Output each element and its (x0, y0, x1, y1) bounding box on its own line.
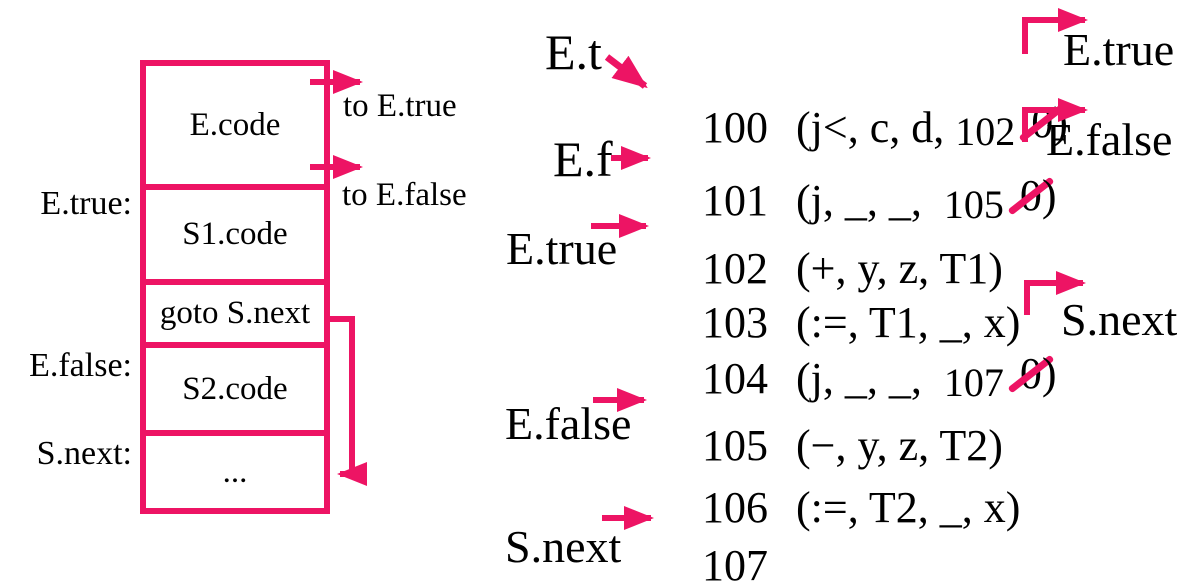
box-section-s1-code: S1.code (146, 190, 324, 285)
code-row: 102 (+, y, z, T1) (658, 203, 1003, 335)
pointer-e-false: E.false (505, 398, 632, 449)
target-e-true: E.true (1063, 24, 1175, 75)
pointer-e-true: E.true (506, 223, 618, 274)
box-section-ellipsis: ... (146, 436, 324, 508)
box-section-label: S1.code (182, 216, 288, 252)
label-e-false: E.false: (29, 347, 132, 384)
backpatched-target: 105 (943, 182, 1004, 227)
struck-zero: 0 (1019, 171, 1042, 220)
goto-s-next-loop-arrow (327, 316, 367, 486)
label-s-next: S.next: (36, 435, 132, 472)
code-address: 107 (702, 541, 768, 585)
code-instruction: (−, y, z, T2) (796, 421, 1003, 470)
box-section-s2-code: S2.code (146, 348, 324, 436)
code-address: 101 (702, 176, 768, 225)
code-address: 100 (702, 103, 768, 152)
code-address: 102 (702, 244, 768, 293)
struck-zero: 0 (1019, 349, 1042, 398)
box-section-label: E.code (189, 106, 281, 143)
code-instruction: (+, y, z, T1) (796, 244, 1003, 293)
code-address: 106 (702, 483, 768, 532)
pointer-s-next: S.next (505, 521, 622, 572)
code-instruction: (:=, T1, _, x) (796, 298, 1021, 347)
box-section-e-code: E.code (146, 66, 324, 190)
code-structure-box: E.code S1.code goto S.next S2.code ... (140, 60, 330, 514)
box-section-goto-s-next: goto S.next (146, 285, 324, 348)
code-address: 105 (702, 421, 768, 470)
code-row: 103 (:=, T1, _, x) (658, 257, 1020, 389)
backpatched-target: 102 (955, 109, 1016, 154)
e-t-pointer-arrow (604, 54, 648, 89)
code-row: 106 (:=, T2, _, x) (658, 442, 1020, 574)
target-e-false: E.false (1046, 114, 1173, 165)
code-address: 104 (702, 354, 768, 403)
label-to-e-false: to E.false (342, 177, 467, 213)
box-section-label: S2.code (182, 370, 288, 407)
target-s-next: S.next (1061, 294, 1178, 345)
pointer-e-t: E.t (545, 24, 602, 80)
box-section-label: ... (222, 453, 248, 490)
code-instruction: (:=, T2, _, x) (796, 483, 1021, 532)
pointer-e-f: E.f (553, 131, 613, 187)
label-e-true: E.true: (40, 185, 132, 222)
code-address: 103 (702, 298, 768, 347)
code-row: 105 (−, y, z, T2) (658, 380, 1003, 512)
label-to-e-true: to E.true (343, 88, 457, 124)
code-row: 107 (658, 500, 796, 585)
backpatched-target: 107 (943, 360, 1004, 405)
box-section-label: goto S.next (159, 295, 311, 331)
